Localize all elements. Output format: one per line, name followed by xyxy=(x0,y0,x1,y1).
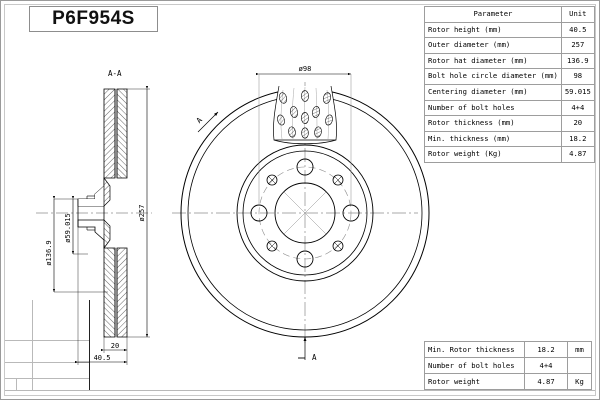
summary-label: Min. Rotor thickness xyxy=(424,341,525,358)
dim-centering-diameter-label: ø59.015 xyxy=(64,213,72,243)
section-hat-web-lower xyxy=(103,219,111,250)
centering-bore-circle xyxy=(274,182,336,244)
dim-outer-diameter-label: ø257 xyxy=(138,205,146,222)
section-marker-bottom-label: A xyxy=(312,353,317,362)
summary-unit xyxy=(567,357,592,374)
table-row: Bolt hole circle diameter (mm)98 xyxy=(424,68,595,85)
table-row: Centering diameter (mm)59.015 xyxy=(424,83,595,101)
title-block-rule-4 xyxy=(5,390,595,391)
parameter-name: Centering diameter (mm) xyxy=(424,83,562,101)
parameter-value: 4+4 xyxy=(560,99,595,117)
parameter-value: 4.87 xyxy=(560,146,595,163)
vane-sections xyxy=(277,90,333,139)
parameter-name: Min. thickness (mm) xyxy=(424,130,562,148)
title-block-rule-3 xyxy=(5,378,89,379)
parameter-value: 20 xyxy=(560,115,595,132)
section-view-aa: A-A xyxy=(36,69,152,365)
rotor-hat-outer-circle xyxy=(236,144,374,282)
section-outer-friction-plate-lower xyxy=(116,247,128,338)
dim-rotor-height-label: 40.5 xyxy=(94,354,111,362)
table-row: Rotor height (mm)40.5 xyxy=(424,21,595,39)
title-block-rule-1 xyxy=(5,340,89,341)
summary-label: Rotor weight xyxy=(424,373,525,390)
table-row: Rotor thickness (mm)20 xyxy=(424,115,595,132)
part-number-box: P6F954S xyxy=(29,6,158,32)
sheet-frame-inner xyxy=(4,4,596,396)
section-outer-friction-plate-upper xyxy=(116,88,128,179)
parameter-value: 136.9 xyxy=(560,52,595,70)
dim-rotor-thickness-label: 20 xyxy=(111,342,119,350)
summary-value: 18.2 xyxy=(524,341,568,358)
parameter-name: Rotor hat diameter (mm) xyxy=(424,52,562,70)
parameter-table: Parameter Unit Rotor height (mm)40.5 Out… xyxy=(424,6,595,163)
summary-unit: Kg xyxy=(567,373,592,390)
parameter-value: 59.015 xyxy=(560,83,595,101)
title-block-edge xyxy=(89,300,90,390)
dim-rotor-thickness: 20 xyxy=(101,337,128,353)
dim-bolt-circle-label: ø98 xyxy=(299,65,312,73)
parameter-value: 18.2 xyxy=(560,130,595,148)
bolt-hole-small-top-right xyxy=(332,174,344,186)
parameter-name: Bolt hole circle diameter (mm) xyxy=(424,68,562,85)
summary-unit: mm xyxy=(567,341,592,358)
section-inner-friction-plate-lower xyxy=(103,247,116,338)
front-view-disc: ø98 A A xyxy=(172,65,430,362)
section-marker-top-label: A xyxy=(194,115,204,125)
section-hat-fill-upper xyxy=(78,178,110,206)
cooling-vane-cutaway xyxy=(273,85,337,145)
title-block-divider xyxy=(32,300,33,390)
section-marker-bottom: A xyxy=(298,337,317,362)
table-row: Outer diameter (mm)257 xyxy=(424,37,595,54)
dim-rotor-hat-diameter: ø136.9 xyxy=(45,196,108,293)
parameter-name: Rotor weight (Kg) xyxy=(424,146,562,163)
bolt-hole-small-bottom-left xyxy=(266,240,278,252)
dim-outer-diameter: ø257 xyxy=(127,86,150,338)
cutaway-bottom-arc xyxy=(273,139,337,145)
section-inner-friction-plate-upper xyxy=(103,88,116,179)
bore-construction-spokes xyxy=(282,190,328,236)
dim-bolt-circle: ø98 xyxy=(256,65,352,205)
parameter-table-header-unit: Unit xyxy=(560,6,595,23)
dim-centering-diameter: ø59.015 xyxy=(64,196,88,255)
title-block-rule-2 xyxy=(5,362,89,363)
dim-rotor-hat-diameter-label: ø136.9 xyxy=(45,240,53,265)
parameter-table-header-row: Parameter Unit xyxy=(424,6,595,23)
parameter-name: Rotor thickness (mm) xyxy=(424,115,562,132)
parameter-name: Outer diameter (mm) xyxy=(424,37,562,54)
section-view-label: A-A xyxy=(108,69,122,78)
parameter-table-header-parameter: Parameter xyxy=(424,6,562,23)
bolt-hole-large-bottom xyxy=(296,250,314,268)
section-marker-top: A xyxy=(194,111,219,133)
section-hat-web-upper xyxy=(103,176,111,207)
summary-value: 4+4 xyxy=(524,357,568,374)
bolt-hole-small-top-left xyxy=(266,174,278,186)
table-row: Rotor hat diameter (mm)136.9 xyxy=(424,52,595,70)
title-block-divider-2 xyxy=(16,378,17,390)
parameter-name: Number of bolt holes xyxy=(424,99,562,117)
rotor-hat-inner-circle xyxy=(242,150,368,276)
parameter-value: 98 xyxy=(560,68,595,85)
bolt-circle-construction xyxy=(258,166,352,260)
part-number-text: P6F954S xyxy=(52,8,135,29)
summary-value: 4.87 xyxy=(524,373,568,390)
section-hat-profile-lower xyxy=(77,219,105,248)
parameter-value: 40.5 xyxy=(560,21,595,39)
bolt-hole-small-bottom-right xyxy=(332,240,344,252)
bolt-hole-large-top xyxy=(296,158,314,176)
dim-rotor-height: 40.5 xyxy=(75,227,128,365)
summary-label: Number of bolt holes xyxy=(424,357,525,374)
table-row: Rotor weight (Kg)4.87 xyxy=(424,146,595,163)
parameter-name: Rotor height (mm) xyxy=(424,21,562,39)
table-row: Min. thickness (mm)18.2 xyxy=(424,130,595,148)
parameter-value: 257 xyxy=(560,37,595,54)
